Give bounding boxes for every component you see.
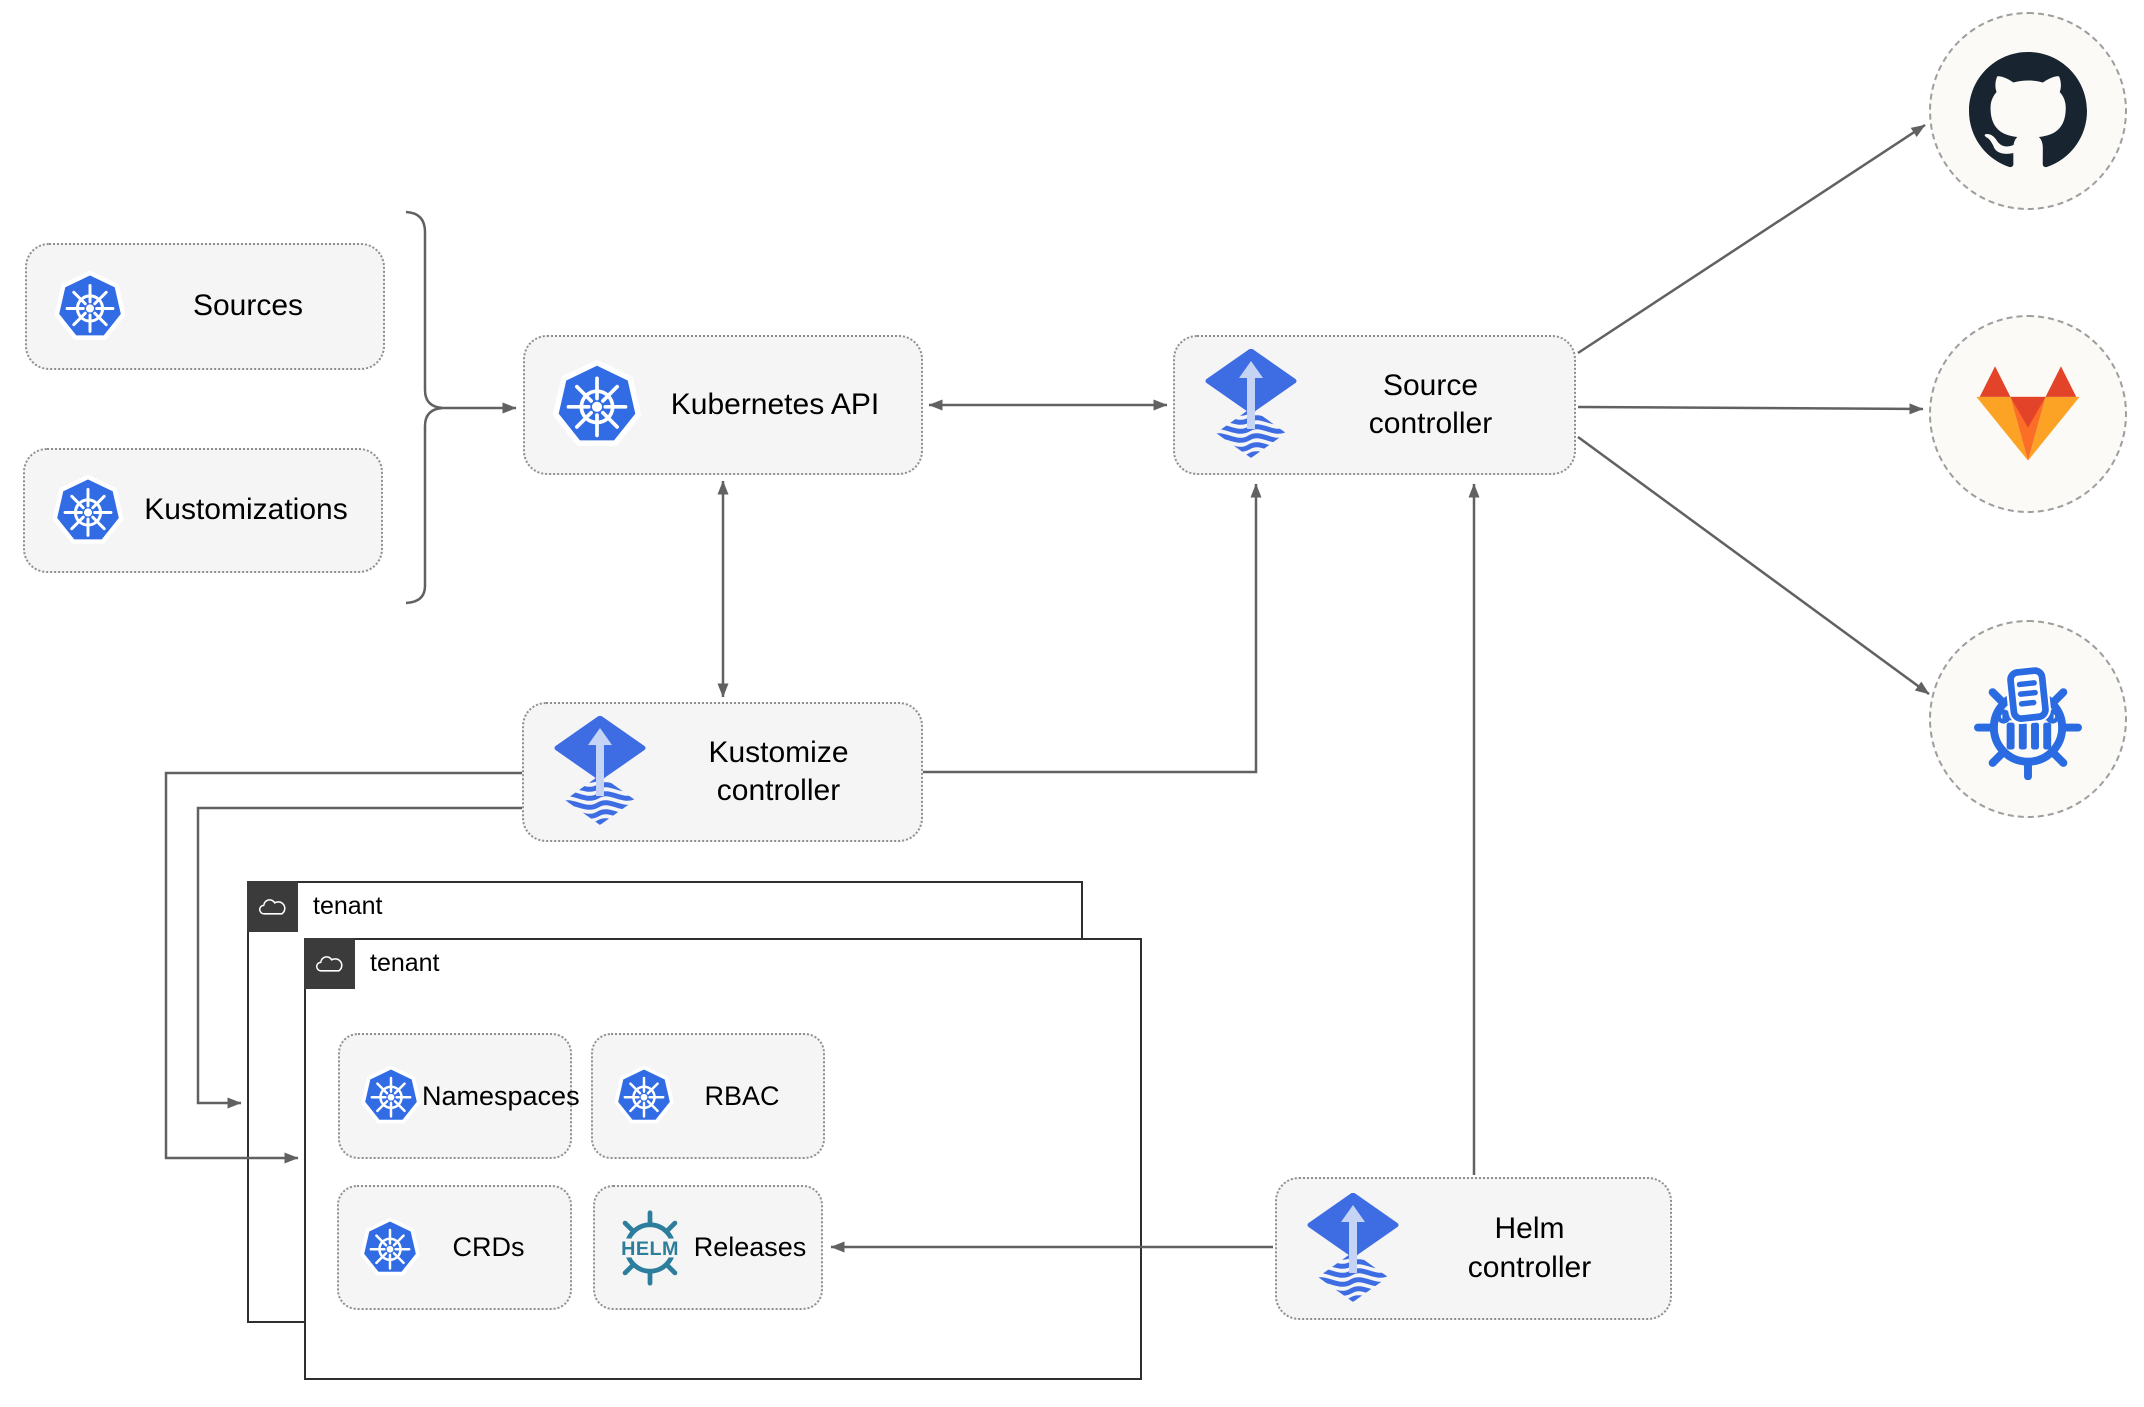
cloud-icon bbox=[256, 895, 290, 919]
cloud-icon bbox=[313, 952, 347, 976]
node-source-controller: Source controller bbox=[1173, 335, 1576, 475]
tenant-back-label: tenant bbox=[313, 892, 383, 920]
tenant-header bbox=[304, 938, 355, 989]
kubernetes-icon bbox=[51, 474, 125, 548]
node-kustomize-controller: Kustomize controller bbox=[522, 702, 923, 842]
brace-sources-kustomizations bbox=[405, 210, 444, 605]
tenant-header bbox=[247, 881, 298, 932]
node-source-controller-label: Source controller bbox=[1368, 368, 1493, 440]
node-helm-controller-label: Helm controller bbox=[1467, 1212, 1592, 1284]
flux-icon bbox=[1303, 1193, 1403, 1305]
arrow-source-to-gitlab bbox=[1577, 403, 1924, 415]
kubernetes-icon bbox=[360, 1065, 422, 1127]
github-icon bbox=[1969, 52, 2087, 170]
node-kustomizations: Kustomizations bbox=[23, 448, 383, 573]
gitlab-icon bbox=[1973, 364, 2083, 465]
kubernetes-icon bbox=[613, 1065, 675, 1127]
kubernetes-icon bbox=[53, 270, 127, 344]
chartmuseum-icon bbox=[1967, 658, 2089, 780]
helm-icon-text: HELM bbox=[621, 1237, 679, 1259]
arrow-source-to-github bbox=[1577, 123, 1926, 355]
node-kustomizations-label: Kustomizations bbox=[144, 493, 348, 527]
node-helm-controller: Helm controller bbox=[1275, 1177, 1672, 1320]
node-sources-label: Sources bbox=[192, 289, 304, 323]
node-sources: Sources bbox=[25, 243, 385, 370]
flux-icon bbox=[550, 716, 650, 828]
node-namespaces: Namespaces bbox=[338, 1033, 580, 1159]
node-rbac-label: RBAC bbox=[704, 1080, 780, 1111]
external-github bbox=[1929, 12, 2127, 210]
node-namespaces-label: Namespaces bbox=[422, 1080, 580, 1111]
node-kustomize-controller-label: Kustomize controller bbox=[708, 735, 849, 807]
external-gitlab bbox=[1929, 315, 2127, 513]
node-kubernetes-api-label: Kubernetes API bbox=[670, 387, 880, 421]
node-rbac: RBAC bbox=[591, 1033, 825, 1159]
kubernetes-icon bbox=[359, 1217, 421, 1279]
arrow-kustomize-to-source-controller bbox=[923, 483, 1262, 774]
node-releases: HELM Releases bbox=[593, 1185, 823, 1310]
node-kubernetes-api: Kubernetes API bbox=[523, 335, 923, 475]
external-chartmuseum bbox=[1929, 620, 2127, 818]
tenant-front-label: tenant bbox=[370, 949, 440, 977]
helm-icon: HELM bbox=[620, 1209, 680, 1286]
node-crds: CRDs bbox=[337, 1185, 572, 1310]
flux-icon bbox=[1201, 349, 1301, 461]
tenant-group-front: tenant bbox=[304, 938, 1142, 1380]
arrow-source-to-chartmuseum bbox=[1577, 435, 1930, 696]
node-releases-label: Releases bbox=[693, 1232, 807, 1263]
node-crds-label: CRDs bbox=[452, 1232, 525, 1263]
kubernetes-icon bbox=[551, 359, 643, 451]
